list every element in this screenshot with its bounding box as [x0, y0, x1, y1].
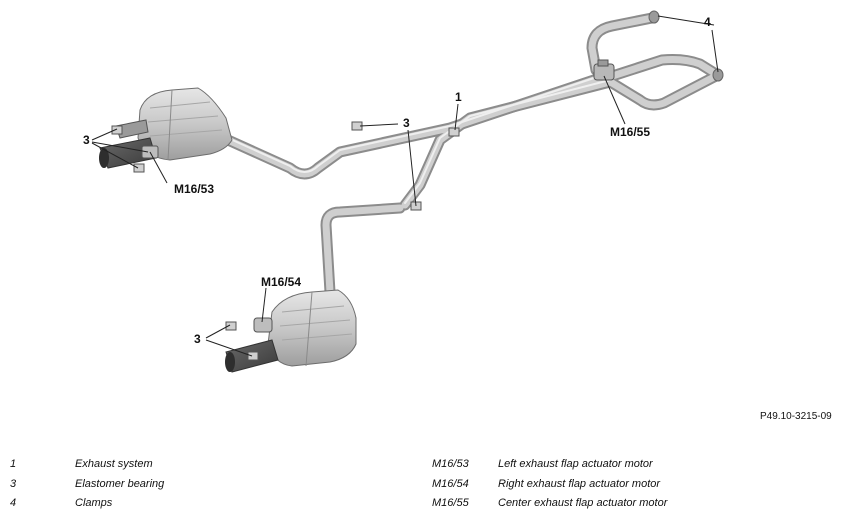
left-muffler — [99, 87, 233, 173]
callout-m16-54: M16/54 — [261, 275, 301, 289]
callout-1: 1 — [455, 90, 462, 104]
center-flap-actuator — [593, 59, 615, 81]
exhaust-system-diagram: 1 3 3 3 4 M16/53 M16/54 M16/55 — [83, 10, 724, 373]
right-elastomer-bearings — [225, 321, 259, 361]
left-elastomer-bearings — [111, 125, 145, 173]
legend-key: M16/55 — [432, 497, 469, 509]
left-tailpipes — [99, 119, 157, 169]
legend-key: 1 — [10, 458, 17, 470]
leader-lines — [91, 15, 719, 357]
legend-row: 4 Clamps M16/55 Center exhaust flap actu… — [0, 497, 842, 513]
legend-row: 1 Exhaust system M16/53 Left exhaust fla… — [0, 458, 842, 474]
legend-row: 3 Elastomer bearing M16/54 Right exhaust… — [0, 478, 842, 494]
right-muffler — [225, 289, 357, 373]
figure-id: P49.10-3215-09 — [760, 411, 832, 422]
callout-m16-53: M16/53 — [174, 182, 214, 196]
legend-key: 4 — [10, 497, 17, 509]
legend-text: Right exhaust flap actuator motor — [498, 478, 661, 490]
legend-text: Clamps — [75, 497, 113, 509]
callout-m16-55: M16/55 — [610, 125, 650, 139]
callout-3-top: 3 — [403, 116, 410, 130]
legend-text: Elastomer bearing — [75, 478, 165, 490]
legend-text: Center exhaust flap actuator motor — [498, 497, 668, 509]
pipe-network — [222, 12, 722, 298]
callout-3-left: 3 — [83, 133, 90, 147]
right-flap-actuator — [253, 317, 273, 333]
legend-key: 3 — [10, 478, 17, 490]
callout-3-lower: 3 — [194, 332, 201, 346]
legend-text: Exhaust system — [75, 458, 153, 470]
callout-4: 4 — [704, 15, 711, 29]
legend-key: M16/54 — [432, 478, 469, 490]
legend-text: Left exhaust flap actuator motor — [498, 458, 653, 470]
legend-key: M16/53 — [432, 458, 469, 470]
legend: 1 Exhaust system M16/53 Left exhaust fla… — [0, 458, 842, 521]
